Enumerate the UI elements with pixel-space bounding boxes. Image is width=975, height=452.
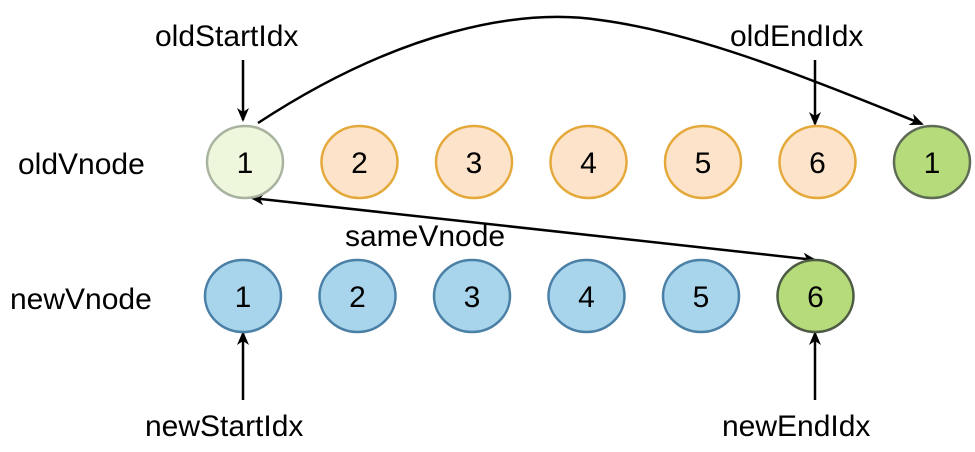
old-node-7: 1 xyxy=(892,124,972,200)
same-vnode-label: sameVnode xyxy=(345,220,505,253)
new-node-6: 6 xyxy=(776,258,855,334)
move-arc-arrow xyxy=(257,15,924,126)
new-vnode-row: 1 2 3 4 5 6 xyxy=(203,258,855,334)
old-node-label: 5 xyxy=(695,147,712,180)
new-node-label: 4 xyxy=(578,281,595,314)
new-node-label: 2 xyxy=(349,281,366,314)
old-node-2: 2 xyxy=(320,124,399,200)
new-node-4: 4 xyxy=(547,258,626,334)
old-node-circle xyxy=(892,124,972,200)
old-node-6: 6 xyxy=(778,124,857,200)
old-node-circle xyxy=(434,124,514,200)
new-node-label: 1 xyxy=(235,281,252,314)
old-node-label: 2 xyxy=(351,147,368,180)
new-node-label: 3 xyxy=(464,281,481,314)
old-node-1: 1 xyxy=(205,124,285,200)
old-node-circle xyxy=(663,124,743,200)
old-node-circle xyxy=(778,124,857,200)
old-node-label: 3 xyxy=(466,147,483,180)
old-end-idx-label: oldEndIdx xyxy=(730,20,863,53)
new-node-5: 5 xyxy=(661,258,741,334)
new-node-3: 3 xyxy=(432,258,512,334)
new-node-label: 5 xyxy=(693,281,710,314)
old-vnode-row: 1 2 3 4 5 6 1 xyxy=(205,124,972,200)
new-node-circle xyxy=(318,258,397,334)
new-node-1: 1 xyxy=(203,258,283,334)
old-node-4: 4 xyxy=(549,124,628,200)
old-node-5: 5 xyxy=(663,124,743,200)
old-node-label: 1 xyxy=(924,147,941,180)
new-node-circle xyxy=(547,258,626,334)
old-start-idx-label: oldStartIdx xyxy=(155,20,298,53)
new-node-circle xyxy=(661,258,741,334)
old-node-label: 4 xyxy=(580,147,597,180)
new-node-circle xyxy=(776,258,855,334)
new-node-2: 2 xyxy=(318,258,397,334)
old-node-3: 3 xyxy=(434,124,514,200)
new-start-idx-label: newStartIdx xyxy=(145,410,303,443)
same-vnode-arrow xyxy=(250,193,817,265)
old-vnode-row-label: oldVnode xyxy=(18,148,145,181)
old-node-label: 6 xyxy=(809,147,826,180)
new-node-circle xyxy=(432,258,512,334)
new-end-idx-label: newEndIdx xyxy=(722,410,870,443)
new-node-circle xyxy=(203,258,283,334)
new-vnode-row-label: newVnode xyxy=(10,283,152,316)
old-node-circle xyxy=(205,124,285,200)
new-node-label: 6 xyxy=(807,281,824,314)
old-node-circle xyxy=(320,124,399,200)
old-node-label: 1 xyxy=(237,147,254,180)
old-node-circle xyxy=(549,124,628,200)
